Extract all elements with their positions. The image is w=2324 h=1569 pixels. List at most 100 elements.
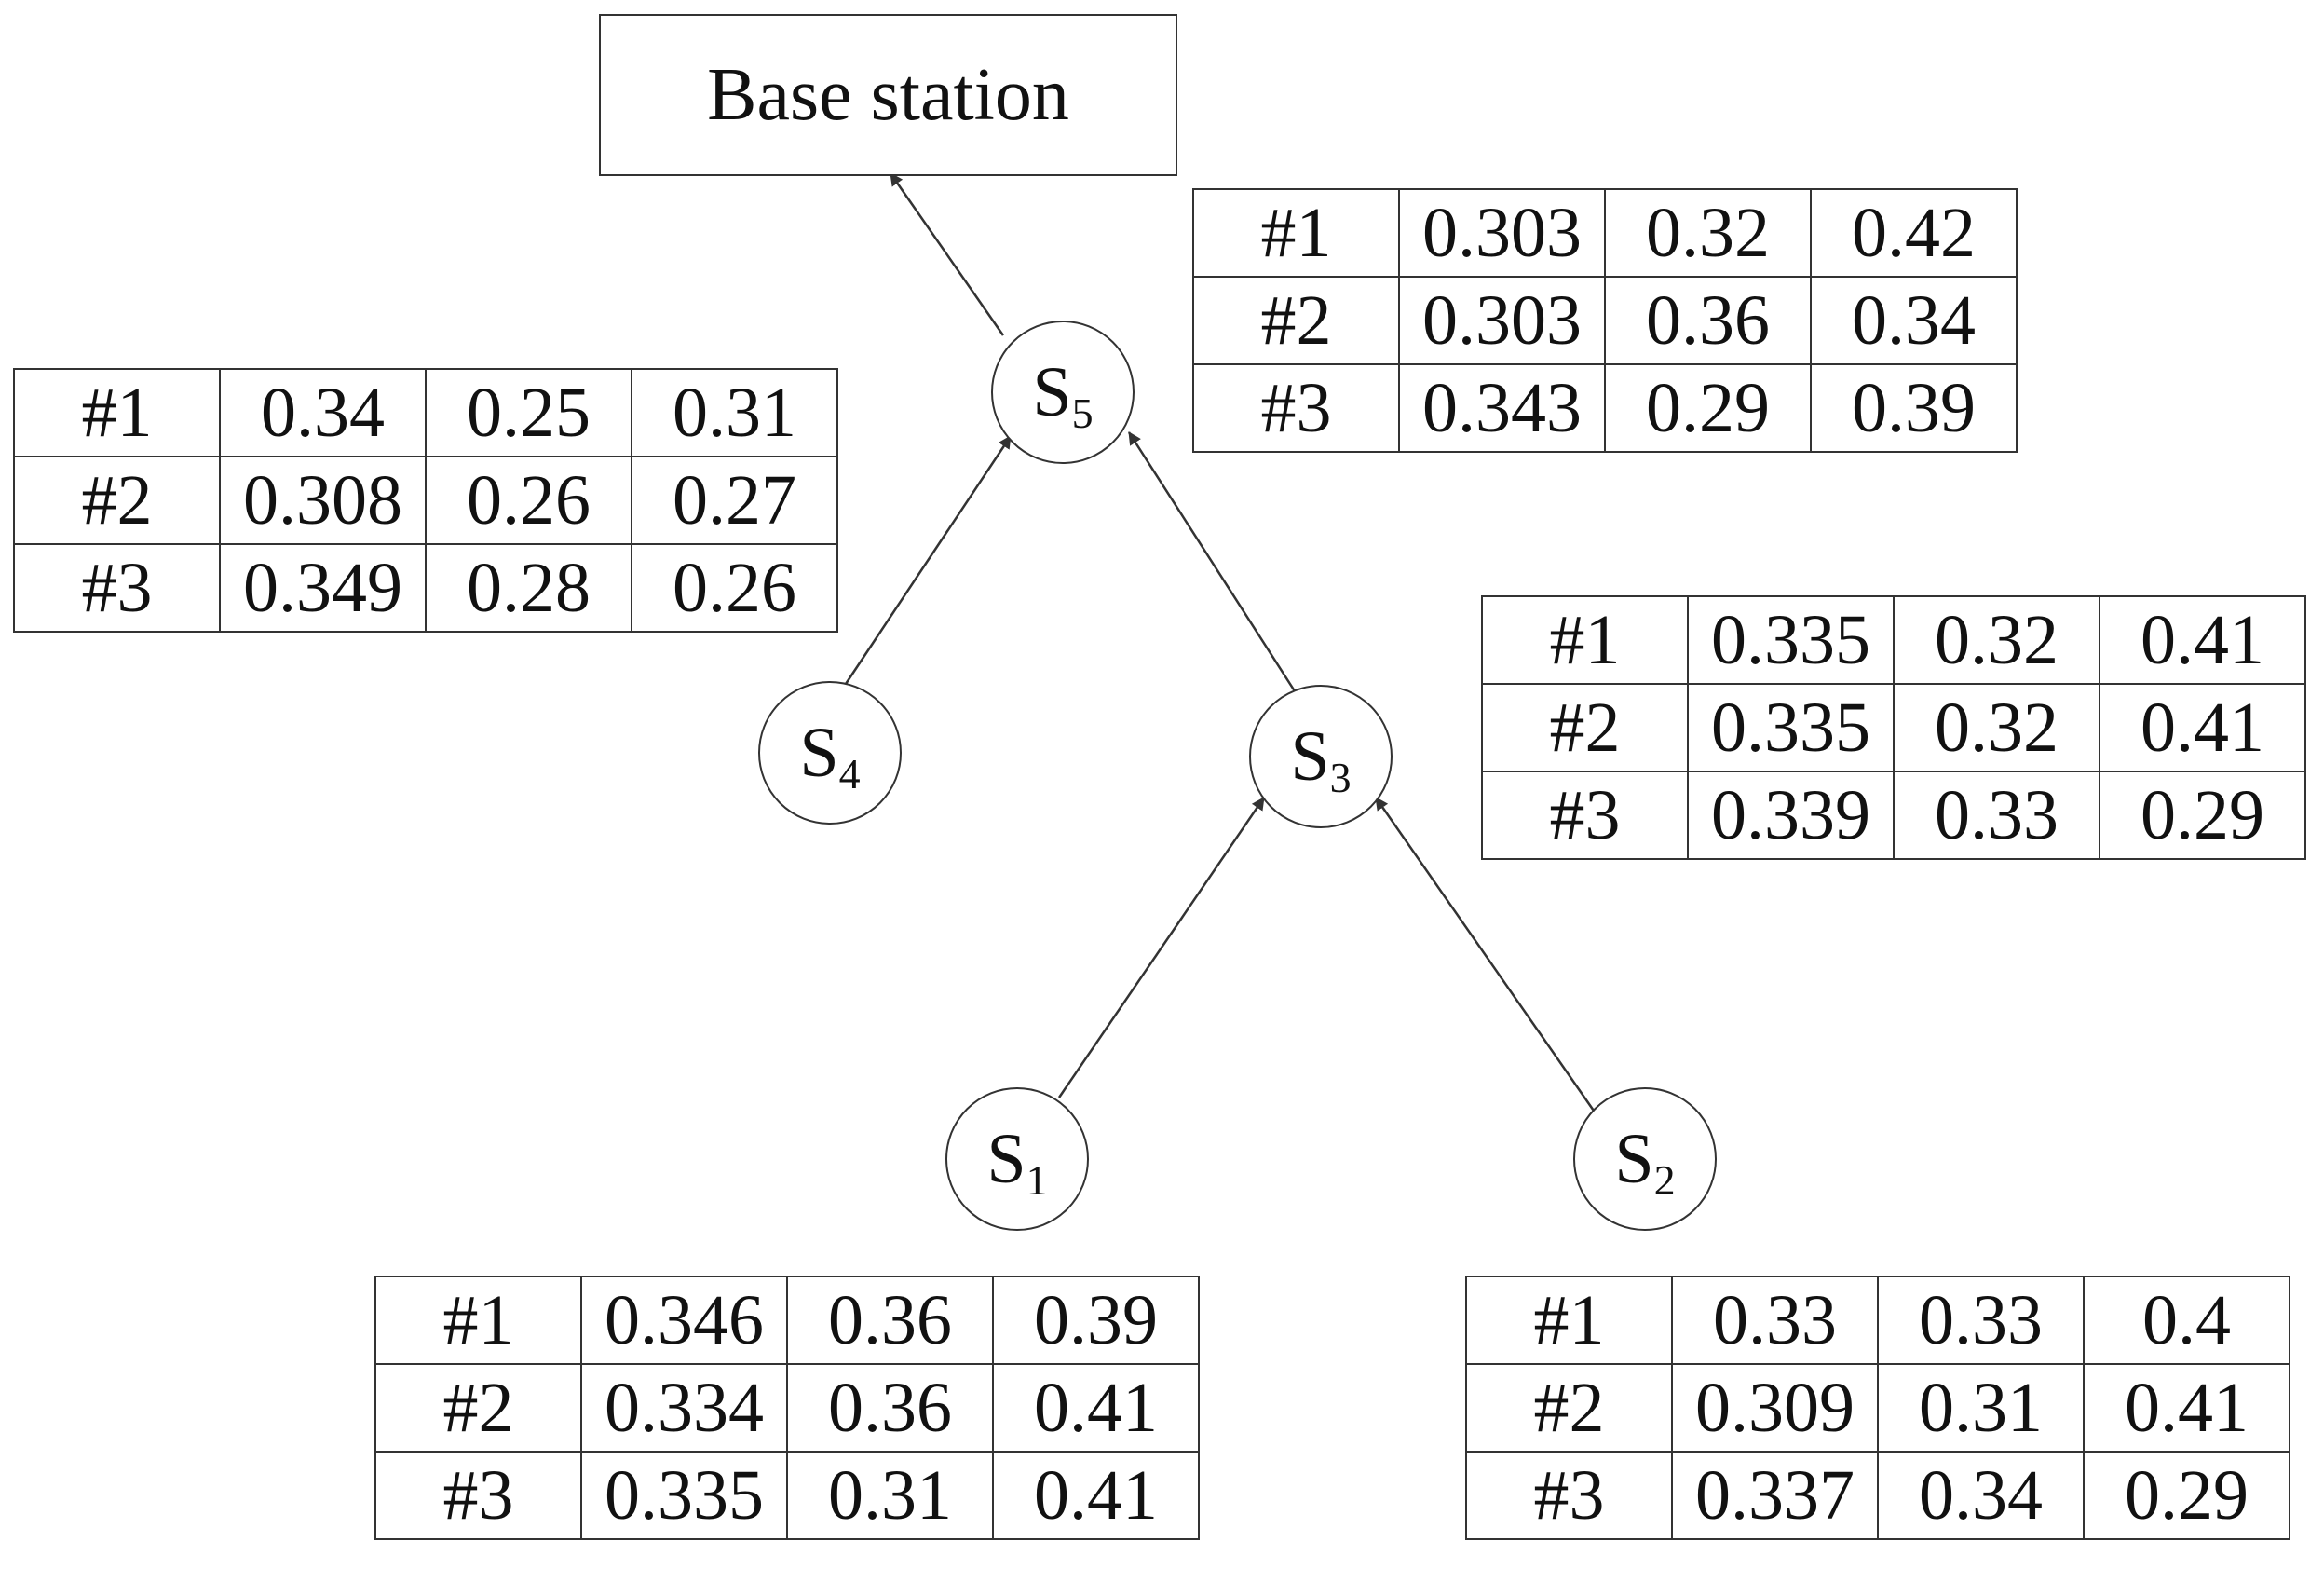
table-cell: 0.26 — [425, 456, 632, 545]
table-cell-id: #3 — [13, 543, 221, 633]
table-cell-id: #3 — [374, 1451, 582, 1540]
node-s4-subscript: 4 — [838, 749, 861, 798]
value-table-s5: #1 0.303 0.32 0.42 #2 0.303 0.36 0.34 #3… — [1192, 188, 2018, 453]
table-cell: 0.36 — [786, 1276, 994, 1365]
table-cell: 0.42 — [1810, 188, 2018, 278]
table-cell: 0.32 — [1893, 683, 2100, 772]
table-cell: 0.41 — [992, 1451, 1200, 1540]
table-row: #1 0.34 0.25 0.31 — [13, 368, 838, 457]
table-cell: 0.39 — [992, 1276, 1200, 1365]
node-s4-letter: S — [799, 713, 839, 792]
table-cell: 0.31 — [631, 368, 838, 457]
table-cell: 0.36 — [1604, 276, 1812, 365]
table-cell: 0.346 — [580, 1276, 788, 1365]
table-row: #3 0.349 0.28 0.26 — [13, 543, 838, 633]
table-cell-id: #3 — [1192, 363, 1400, 453]
node-s3-letter: S — [1290, 716, 1330, 796]
value-table-s4: #1 0.34 0.25 0.31 #2 0.308 0.26 0.27 #3 … — [13, 368, 838, 633]
table-cell-id: #1 — [374, 1276, 582, 1365]
edge-s4-to-s5 — [844, 435, 1013, 685]
value-table-s2: #1 0.33 0.33 0.4 #2 0.309 0.31 0.41 #3 0… — [1465, 1276, 2290, 1540]
table-cell: 0.41 — [992, 1363, 1200, 1453]
edge-s5-to-base-station — [889, 172, 1005, 336]
table-cell: 0.335 — [1687, 683, 1895, 772]
table-cell: 0.34 — [219, 368, 427, 457]
table-cell: 0.41 — [2083, 1363, 2290, 1453]
base-station-label: Base station — [707, 53, 1069, 136]
table-cell: 0.34 — [1877, 1451, 2085, 1540]
table-cell: 0.339 — [1687, 771, 1895, 860]
table-cell-id: #2 — [1192, 276, 1400, 365]
table-cell-id: #1 — [1192, 188, 1400, 278]
table-row: #1 0.303 0.32 0.42 — [1192, 188, 2018, 278]
node-s5-letter: S — [1032, 352, 1072, 431]
table-cell: 0.41 — [2099, 595, 2306, 685]
table-cell: 0.41 — [2099, 683, 2306, 772]
edge-s1-to-s3 — [1057, 797, 1266, 1098]
table-row: #1 0.335 0.32 0.41 — [1481, 595, 2306, 685]
table-cell: 0.32 — [1604, 188, 1812, 278]
table-cell: 0.308 — [219, 456, 427, 545]
table-cell: 0.349 — [219, 543, 427, 633]
table-cell: 0.31 — [786, 1451, 994, 1540]
node-s2-subscript: 2 — [1653, 1155, 1676, 1204]
table-cell: 0.303 — [1398, 276, 1606, 365]
table-cell: 0.335 — [1687, 595, 1895, 685]
table-cell-id: #2 — [374, 1363, 582, 1453]
table-cell-id: #2 — [13, 456, 221, 545]
table-cell: 0.343 — [1398, 363, 1606, 453]
table-cell: 0.39 — [1810, 363, 2018, 453]
table-row: #2 0.335 0.32 0.41 — [1481, 683, 2306, 772]
table-cell-id: #1 — [1465, 1276, 1673, 1365]
node-s1-letter: S — [986, 1119, 1026, 1198]
table-cell: 0.303 — [1398, 188, 1606, 278]
table-row: #1 0.33 0.33 0.4 — [1465, 1276, 2290, 1365]
table-cell: 0.29 — [2083, 1451, 2290, 1540]
edge-s3-to-s5 — [1127, 431, 1298, 695]
table-cell: 0.4 — [2083, 1276, 2290, 1365]
value-table-s3: #1 0.335 0.32 0.41 #2 0.335 0.32 0.41 #3… — [1481, 595, 2306, 860]
value-table-s1: #1 0.346 0.36 0.39 #2 0.334 0.36 0.41 #3… — [374, 1276, 1200, 1540]
table-cell: 0.29 — [2099, 771, 2306, 860]
table-cell: 0.33 — [1671, 1276, 1879, 1365]
table-cell-id: #1 — [1481, 595, 1689, 685]
table-cell: 0.32 — [1893, 595, 2100, 685]
table-row: #3 0.335 0.31 0.41 — [374, 1451, 1200, 1540]
table-row: #2 0.309 0.31 0.41 — [1465, 1363, 2290, 1453]
table-cell: 0.337 — [1671, 1451, 1879, 1540]
table-cell: 0.334 — [580, 1363, 788, 1453]
node-s3-subscript: 3 — [1329, 753, 1352, 801]
table-row: #1 0.346 0.36 0.39 — [374, 1276, 1200, 1365]
table-row: #3 0.343 0.29 0.39 — [1192, 363, 2018, 453]
table-cell: 0.25 — [425, 368, 632, 457]
table-cell: 0.335 — [580, 1451, 788, 1540]
table-row: #3 0.337 0.34 0.29 — [1465, 1451, 2290, 1540]
table-row: #2 0.303 0.36 0.34 — [1192, 276, 2018, 365]
table-cell-id: #1 — [13, 368, 221, 457]
table-cell: 0.34 — [1810, 276, 2018, 365]
table-cell-id: #3 — [1481, 771, 1689, 860]
table-row: #3 0.339 0.33 0.29 — [1481, 771, 2306, 860]
table-cell-id: #3 — [1465, 1451, 1673, 1540]
table-cell: 0.33 — [1893, 771, 2100, 860]
table-cell: 0.33 — [1877, 1276, 2085, 1365]
table-row: #2 0.334 0.36 0.41 — [374, 1363, 1200, 1453]
node-s2-letter: S — [1614, 1119, 1654, 1198]
table-cell: 0.36 — [786, 1363, 994, 1453]
table-cell: 0.27 — [631, 456, 838, 545]
table-cell: 0.28 — [425, 543, 632, 633]
table-cell-id: #2 — [1465, 1363, 1673, 1453]
table-cell: 0.29 — [1604, 363, 1812, 453]
table-cell: 0.309 — [1671, 1363, 1879, 1453]
table-row: #2 0.308 0.26 0.27 — [13, 456, 838, 545]
node-s5-subscript: 5 — [1071, 389, 1094, 437]
node-s1-subscript: 1 — [1026, 1155, 1048, 1204]
table-cell: 0.26 — [631, 543, 838, 633]
table-cell-id: #2 — [1481, 683, 1689, 772]
base-station-box: Base station — [599, 14, 1177, 176]
